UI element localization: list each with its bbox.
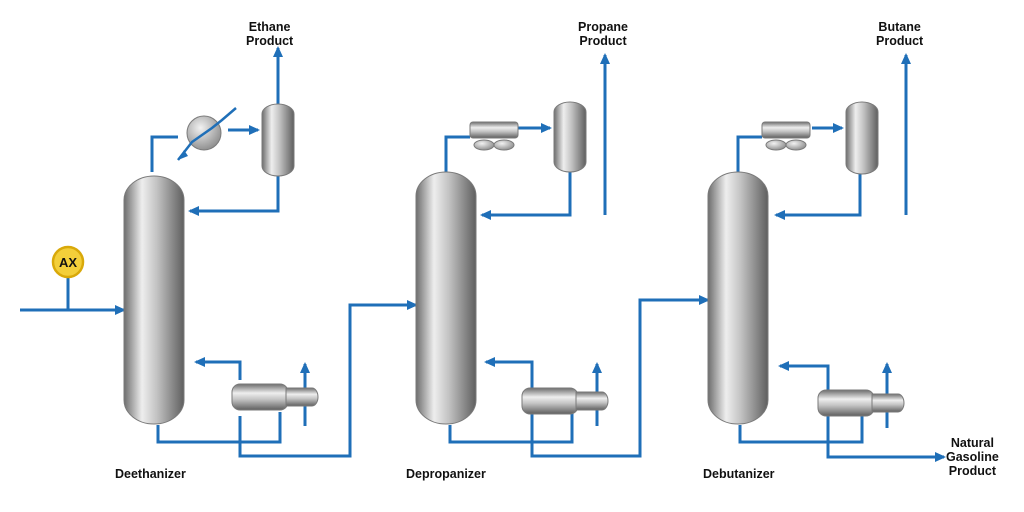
debutanizer-reflux-line bbox=[774, 172, 862, 220]
butane-product-label: Butane Product bbox=[876, 20, 923, 48]
deethanizer-reflux-line bbox=[188, 174, 280, 216]
product-label-line2: Product bbox=[876, 34, 924, 48]
product-label-line2: Gasoline bbox=[946, 450, 999, 464]
deethanizer-reboiler-feed bbox=[156, 412, 282, 444]
depropanizer-unit bbox=[415, 101, 609, 425]
natural-gasoline-product-line bbox=[826, 412, 946, 462]
distillation-column-icon[interactable] bbox=[123, 175, 185, 425]
heat-exchanger-icon[interactable] bbox=[177, 107, 237, 161]
depropanizer-reflux-line bbox=[480, 172, 572, 220]
depropanizer-label: Depropanizer bbox=[406, 467, 486, 481]
reboiler-icon[interactable] bbox=[231, 383, 319, 411]
product-label-line1: Ethane bbox=[248, 20, 291, 34]
natural-gasoline-product-label: Natural Gasoline Product bbox=[946, 436, 999, 478]
analyzer-circle-icon bbox=[51, 245, 85, 279]
deethanizer-label: Deethanizer bbox=[115, 467, 186, 481]
reboiler-icon[interactable] bbox=[817, 389, 905, 417]
distillation-column-icon[interactable] bbox=[707, 171, 769, 425]
debutanizer-unit bbox=[707, 101, 905, 425]
debutanizer-label: Debutanizer bbox=[703, 467, 775, 481]
air-cooler-icon[interactable] bbox=[469, 121, 519, 151]
debutanizer-reboiler-feed bbox=[738, 412, 864, 444]
reboiler-icon[interactable] bbox=[521, 387, 609, 415]
product-label-line3: Product bbox=[948, 464, 997, 478]
depropanizer-reboiler-return bbox=[484, 357, 534, 394]
air-cooler-icon[interactable] bbox=[761, 121, 811, 151]
product-label-line1: Propane bbox=[578, 20, 629, 34]
product-label-line2: Product bbox=[579, 34, 627, 48]
deethanizer-unit bbox=[123, 103, 319, 425]
product-label-line1: Natural bbox=[950, 436, 994, 450]
propane-product-label: Propane Product bbox=[578, 20, 628, 48]
depropanizer-overhead-line bbox=[444, 135, 470, 172]
ethane-product-label: Ethane Product bbox=[246, 20, 293, 48]
depropanizer-reboiler-feed bbox=[448, 412, 574, 444]
debutanizer-overhead-line bbox=[736, 135, 762, 172]
deethanizer-overhead-line bbox=[150, 135, 178, 172]
reflux-drum-icon[interactable] bbox=[845, 101, 879, 175]
debutanizer-reboiler-return bbox=[778, 361, 830, 392]
deethanizer-reboiler-return bbox=[194, 357, 242, 380]
depropanizer-to-debutanizer-line bbox=[530, 295, 710, 458]
distillation-column-icon[interactable] bbox=[415, 171, 477, 425]
analyzer-label: AX bbox=[59, 255, 77, 270]
reflux-drum-icon[interactable] bbox=[553, 101, 587, 173]
reflux-drum-icon[interactable] bbox=[261, 103, 295, 177]
analyzer-ax[interactable]: AX bbox=[51, 245, 85, 279]
deethanizer-to-depropanizer-line bbox=[238, 300, 418, 458]
product-label-line1: Butane bbox=[878, 20, 921, 34]
product-label-line2: Product bbox=[246, 34, 294, 48]
